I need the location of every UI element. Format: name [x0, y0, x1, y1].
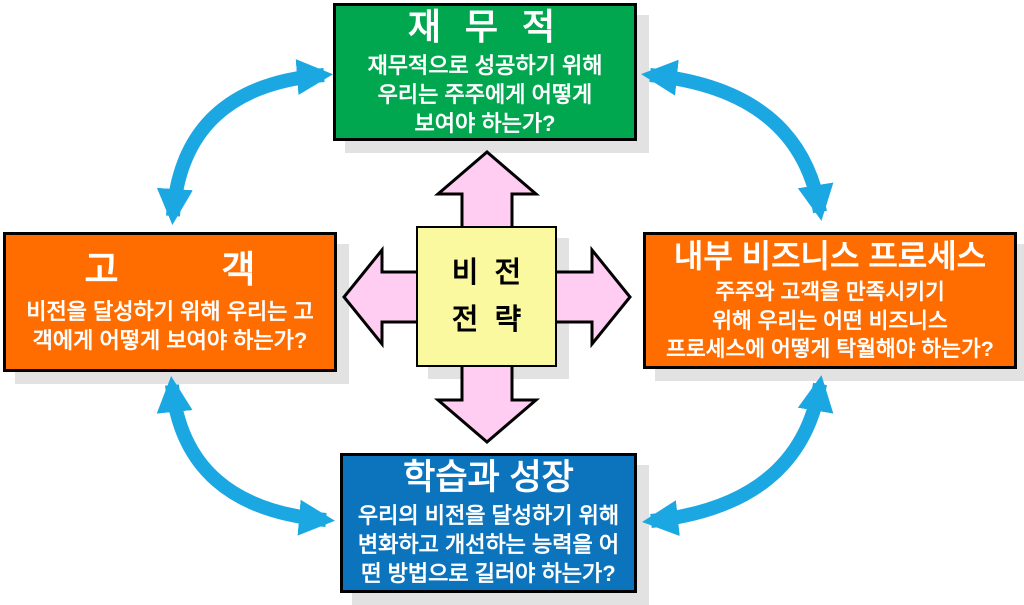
cycle-arrow-learning-internal — [642, 375, 834, 537]
cycle-arrow-financial-customer — [156, 59, 333, 225]
financial-text-line: 우리는 주주에게 어떻게 — [377, 81, 593, 107]
customer-text-line: 비전을 달성하기 위해 우리는 고 — [26, 299, 314, 325]
learning-text-line: 변화하고 개선하는 능력을 어 — [357, 531, 620, 557]
internal-text-line: 주주와 고객을 만족시키기 — [715, 280, 945, 305]
learning-title: 학습과 성장 — [403, 458, 574, 498]
learning-growth-perspective-box: 학습과 성장 우리의 비전을 달성하기 위해 변화하고 개선하는 능력을 어 떤… — [340, 453, 637, 593]
vision-arrow-up — [433, 150, 541, 234]
vision-arrow-left — [342, 245, 422, 349]
vision-strategy-box: 비 전 전 략 — [416, 226, 557, 367]
internal-title: 내부 비즈니스 프로세스 — [673, 237, 987, 274]
financial-text-line: 재무적으로 성공하기 위해 — [367, 52, 603, 78]
learning-text-line: 우리의 비전을 달성하기 위해 — [357, 502, 620, 528]
customer-title: 고 객 — [84, 248, 256, 290]
vision-text-line: 비 전 — [451, 257, 522, 290]
vision-arrow-right — [552, 245, 632, 349]
vision-arrow-down — [433, 360, 541, 444]
learning-text-line: 떤 방법으로 길러야 하는가? — [361, 560, 616, 586]
financial-perspective-box: 재 무 적 재무적으로 성공하기 위해 우리는 주주에게 어떻게 보여야 하는가… — [333, 3, 637, 141]
financial-text-line: 보여야 하는가? — [414, 110, 556, 136]
cycle-arrow-financial-internal — [641, 59, 834, 221]
customer-perspective-box: 고 객 비전을 달성하기 위해 우리는 고 객에게 어떻게 보여야 하는가? — [3, 232, 337, 372]
financial-title: 재 무 적 — [407, 6, 563, 48]
vision-text-line: 전 략 — [451, 303, 522, 336]
internal-text-line: 프로세스에 어떻게 탁월해야 하는가? — [666, 337, 994, 362]
cycle-arrow-customer-learning — [156, 376, 335, 536]
internal-text-line: 위해 우리는 어떤 비즈니스 — [712, 308, 948, 333]
internal-process-perspective-box: 내부 비즈니스 프로세스 주주와 고객을 만족시키기 위해 우리는 어떤 비즈니… — [643, 232, 1017, 369]
customer-text-line: 객에게 어떻게 보여야 하는가? — [32, 328, 308, 354]
